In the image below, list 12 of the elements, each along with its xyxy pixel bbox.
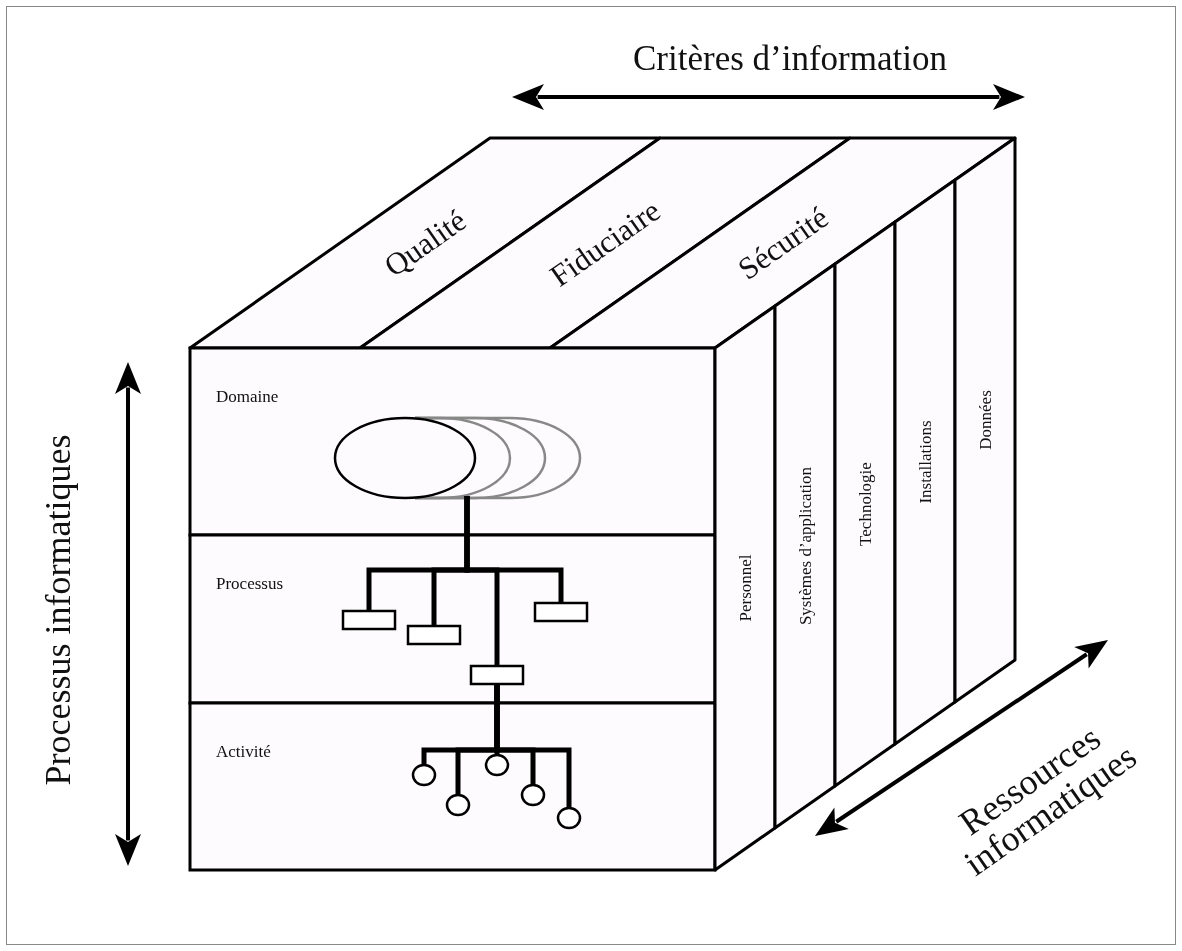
band-label: Domaine [216, 388, 279, 405]
axis-label: Critères d’information [633, 40, 947, 76]
tree-connector [494, 684, 572, 807]
band-label: Données [976, 390, 994, 450]
band-label: Technologie [856, 462, 874, 546]
axis-label: Processus informatiques [40, 434, 76, 786]
band-label: Installations [916, 420, 934, 504]
tree-connector [464, 496, 564, 603]
band-label: Systèmes d’application [796, 466, 814, 626]
band-label: Processus [216, 575, 284, 592]
band-label: Personnel [736, 554, 754, 622]
band-label: Activité [216, 743, 271, 760]
